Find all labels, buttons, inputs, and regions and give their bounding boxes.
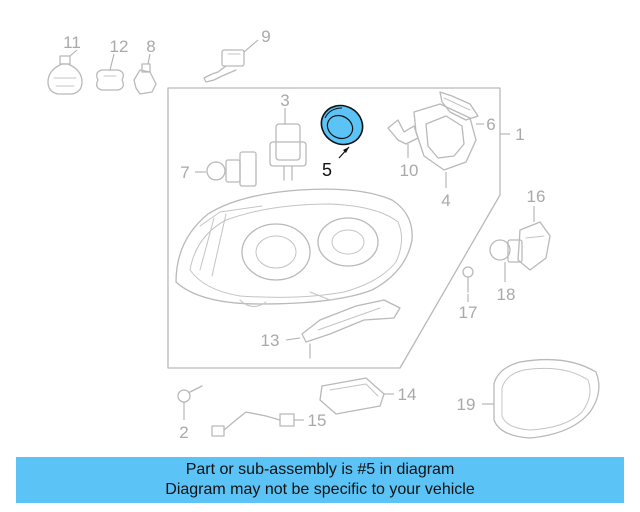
callout-13: 13 (261, 331, 280, 350)
callout-14: 14 (398, 385, 417, 404)
callout-9: 9 (261, 27, 270, 46)
part-3-socket (269, 108, 307, 181)
headlamp-body (175, 188, 413, 307)
callout-8: 8 (146, 37, 155, 56)
part-15-harness (211, 411, 304, 437)
part-14-module (319, 377, 394, 415)
part-4-housing (413, 103, 477, 188)
part-18-adjuster (489, 239, 523, 282)
info-banner: Part or sub-assembly is #5 in diagram Di… (16, 457, 624, 503)
part-12-bulb (96, 53, 124, 91)
banner-line-disclaimer: Diagram may not be specific to your vehi… (165, 481, 475, 498)
callout-5-highlighted: 5 (322, 160, 332, 180)
part-13-rod (285, 299, 401, 359)
part-2-screw (177, 385, 203, 420)
part-5-seal-highlighted (320, 104, 364, 159)
part-11-bulb (47, 49, 83, 95)
part-10-clip (387, 119, 419, 158)
callout-17: 17 (459, 303, 478, 322)
callout-labels: 11 12 8 9 3 5 6 1 7 10 4 16 18 17 13 2 1… (63, 27, 545, 442)
part-19-gasket (482, 358, 600, 439)
part-16-bracket (517, 206, 551, 271)
callout-11: 11 (63, 33, 81, 52)
banner-line-part: Part or sub-assembly is #5 in diagram (185, 461, 455, 478)
part-17-screw (462, 266, 474, 302)
callout-10: 10 (400, 161, 419, 180)
callout-2: 2 (179, 423, 188, 442)
part-7-bulb (195, 151, 257, 187)
callout-19: 19 (457, 395, 476, 414)
callout-12: 12 (110, 37, 129, 56)
callout-18: 18 (497, 285, 516, 304)
callout-4: 4 (441, 191, 450, 210)
callout-3: 3 (280, 91, 289, 110)
part-8-bulb (133, 53, 157, 95)
part-9-bulb (203, 39, 259, 83)
callout-15: 15 (308, 411, 327, 430)
assembly-frame (167, 87, 510, 369)
callout-16: 16 (527, 187, 546, 206)
callout-6: 6 (486, 115, 495, 134)
part-6-bracket (439, 91, 484, 125)
callout-1: 1 (515, 125, 524, 144)
callout-7: 7 (180, 163, 189, 182)
